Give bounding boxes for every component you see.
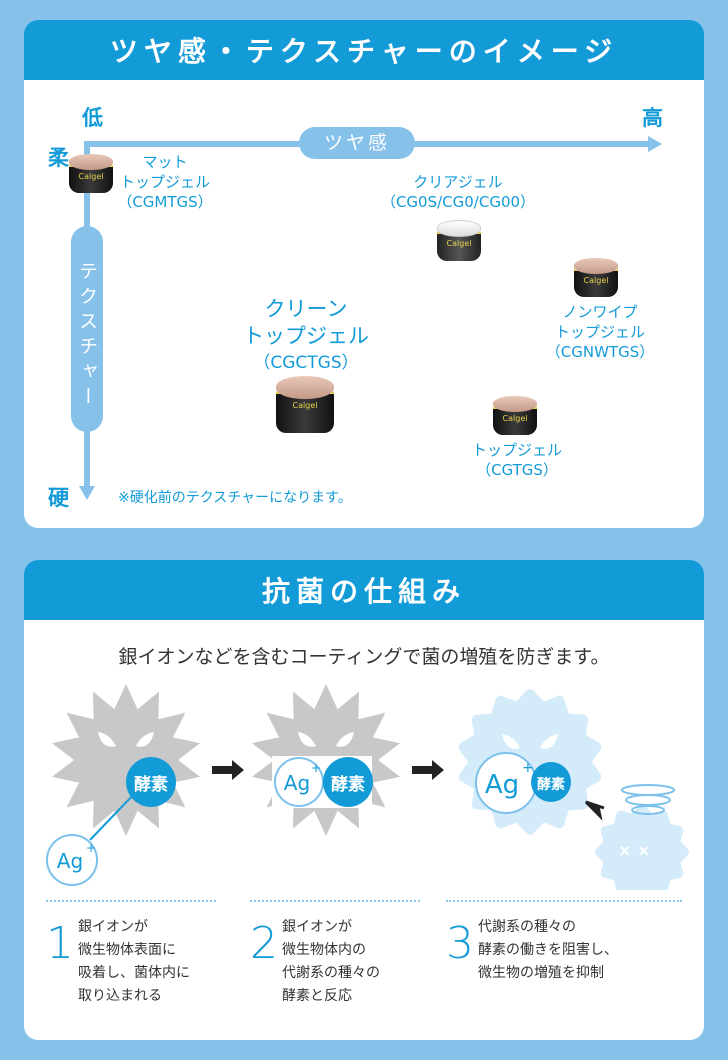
jar-clean: Calgel bbox=[276, 376, 334, 434]
jar-top: Calgel bbox=[493, 396, 537, 436]
product-name: トップジェル bbox=[471, 441, 562, 459]
lead-text: 銀イオンなどを含むコーティングで菌の増殖を防ぎます。 bbox=[118, 646, 610, 668]
gloss-arrowhead bbox=[648, 136, 662, 152]
texture-pill: テクスチャー bbox=[71, 226, 103, 432]
product-code: （CGCTGS） bbox=[253, 353, 359, 373]
svg-text:酵素: 酵素 bbox=[537, 776, 565, 793]
svg-text:Ag: Ag bbox=[57, 849, 83, 873]
svg-text:酵素: 酵素 bbox=[331, 774, 365, 795]
germ-1 bbox=[51, 684, 201, 836]
label-soft: 柔 bbox=[48, 146, 69, 170]
section-title: ツヤ感・テクスチャーのイメージ bbox=[24, 20, 704, 80]
mechanism-illustration: × × 酵素 Ag+ Ag+ 酵素 Ag+ 酵素 bbox=[46, 684, 689, 890]
svg-text:酵素: 酵素 bbox=[134, 774, 168, 795]
arrow-2 bbox=[412, 760, 444, 780]
germ-eyes bbox=[298, 732, 354, 747]
germ-eyes bbox=[502, 734, 558, 749]
label-low: 低 bbox=[82, 106, 103, 130]
product-code: （CGNWTGS） bbox=[545, 343, 655, 361]
svg-text:Ag: Ag bbox=[485, 770, 519, 800]
product-name: マット トップジェル bbox=[119, 153, 210, 191]
svg-text:Ag: Ag bbox=[284, 771, 310, 795]
svg-text:+: + bbox=[86, 841, 96, 855]
gloss-pill: ツヤ感 bbox=[299, 127, 415, 159]
dead-eyes: × × bbox=[618, 841, 650, 860]
dead-germ bbox=[595, 805, 689, 890]
jar-nonwipe: Calgel bbox=[574, 258, 618, 298]
arrow-1 bbox=[212, 760, 244, 780]
product-name: クリーン トップジェル bbox=[243, 297, 369, 348]
product-code: （CG0S/CG0/CG00） bbox=[380, 193, 536, 211]
product-code: （CGTGS） bbox=[476, 461, 558, 479]
texture-note: ※硬化前のテクスチャーになります。 bbox=[118, 490, 352, 506]
label-hard: 硬 bbox=[48, 486, 69, 510]
product-name: クリアジェル bbox=[413, 173, 503, 191]
ag-arrow bbox=[89, 791, 137, 841]
section-title: 抗菌の仕組み bbox=[24, 560, 704, 620]
arrow-3 bbox=[584, 800, 605, 821]
svg-text:+: + bbox=[522, 760, 534, 776]
svg-text:+: + bbox=[311, 761, 321, 775]
jar-matte: Calgel bbox=[69, 154, 113, 194]
product-name: ノンワイプ トップジェル bbox=[554, 303, 645, 341]
product-matte: マット トップジェル （CGMTGS） bbox=[110, 152, 220, 212]
product-code: （CGMTGS） bbox=[117, 193, 213, 211]
spiral-icon bbox=[621, 784, 675, 815]
germ-eyes bbox=[98, 732, 154, 747]
product-nonwipe: ノンワイプ トップジェル （CGNWTGS） bbox=[540, 302, 660, 362]
label-high: 高 bbox=[642, 106, 663, 130]
jar-clear: Calgel bbox=[437, 220, 481, 262]
product-clear: クリアジェル （CG0S/CG0/CG00） bbox=[378, 172, 538, 212]
product-top: トップジェル （CGTGS） bbox=[462, 440, 572, 480]
texture-arrowhead bbox=[79, 486, 95, 500]
product-clean: クリーン トップジェル （CGCTGS） bbox=[236, 296, 376, 377]
